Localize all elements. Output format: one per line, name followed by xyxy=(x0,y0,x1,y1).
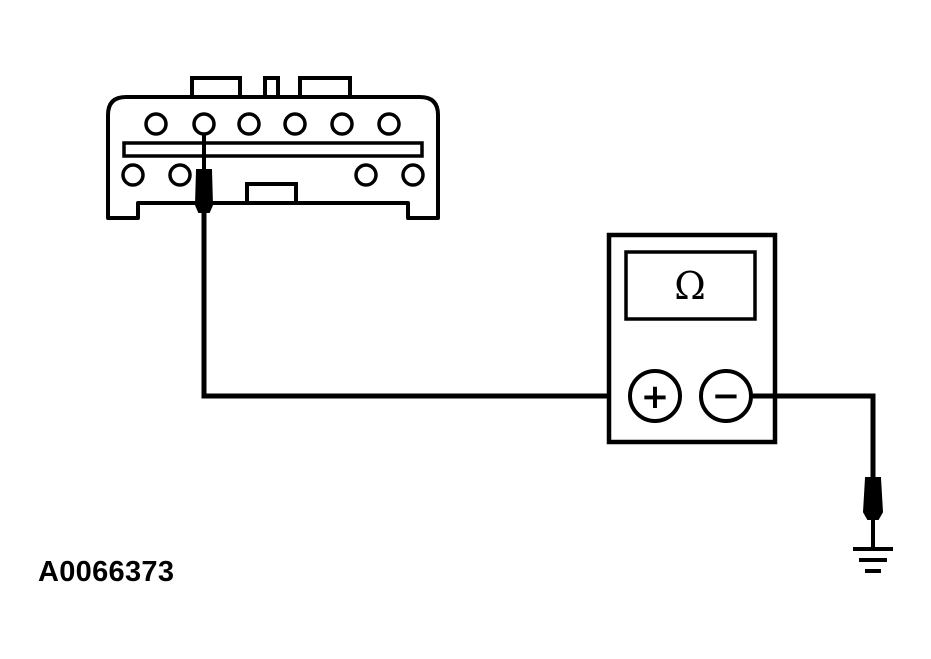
positive-lead-wire xyxy=(201,212,631,399)
negative-terminal-label: − xyxy=(712,376,741,416)
connector-icon xyxy=(106,76,440,220)
figure-reference-id: A0066373 xyxy=(38,556,175,588)
negative-lead-wire xyxy=(751,393,876,478)
multimeter-display-symbol: Ω xyxy=(674,264,706,308)
probe-icon xyxy=(194,134,214,213)
positive-terminal xyxy=(628,369,682,423)
ground-probe-icon xyxy=(862,477,884,548)
ground-symbol-icon xyxy=(853,547,893,573)
multimeter-display xyxy=(624,250,757,321)
multimeter-icon: Ω + − xyxy=(606,232,778,445)
connector-separator-bar xyxy=(122,141,424,158)
positive-terminal-label: + xyxy=(641,377,670,417)
connector-pin-row-bottom xyxy=(121,163,425,187)
connector-key-slot xyxy=(245,182,298,205)
